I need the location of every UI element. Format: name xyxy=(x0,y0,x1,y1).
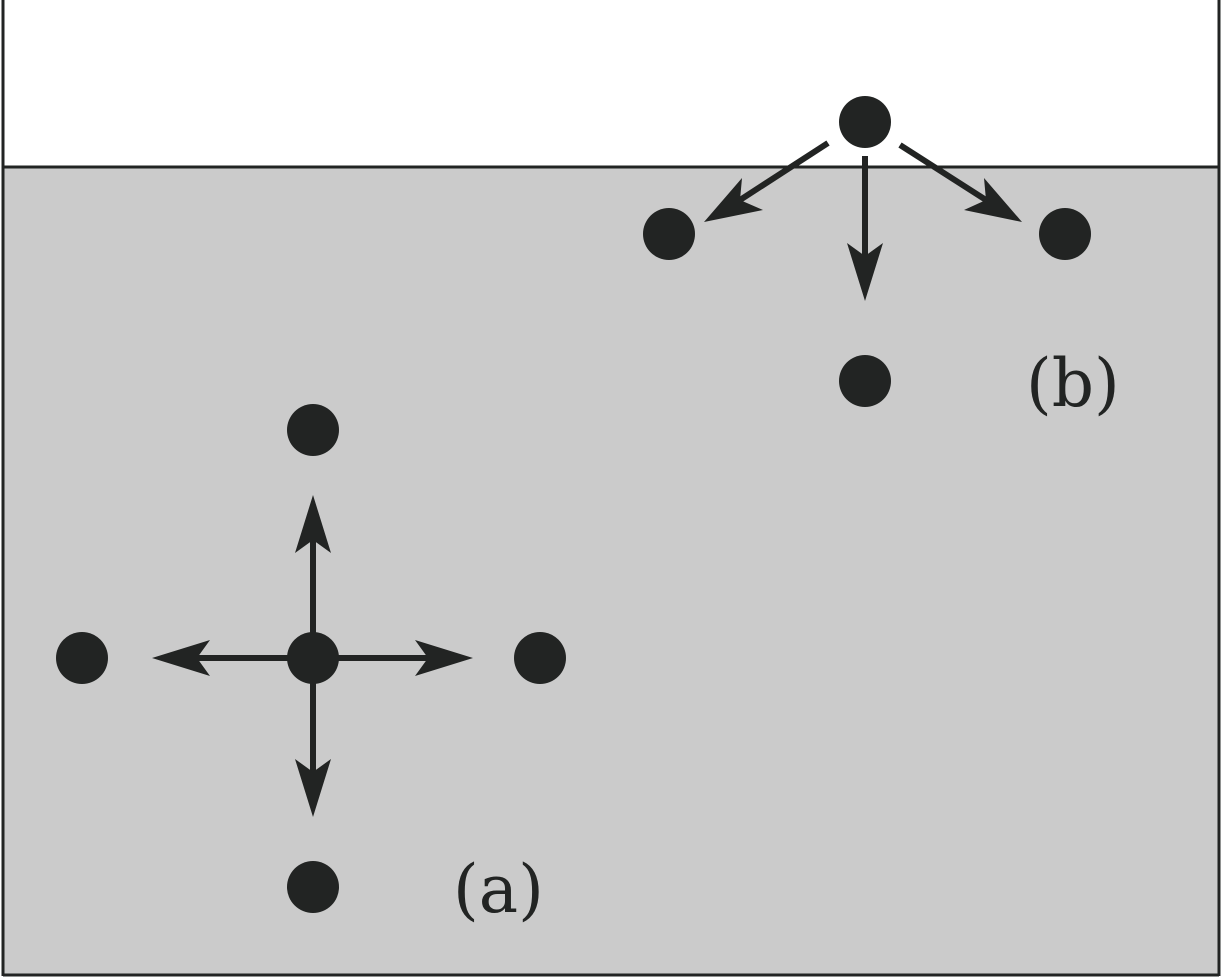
surface-molecule xyxy=(839,96,891,148)
force-arrow-down-right xyxy=(898,142,1022,222)
neighbor-molecule-bottom xyxy=(287,861,339,913)
force-arrow-left xyxy=(152,640,313,676)
neighbor-molecule-right xyxy=(514,632,566,684)
label-b: (b) xyxy=(1026,345,1120,422)
liquid-region xyxy=(4,166,1218,974)
force-arrow-up xyxy=(295,495,331,658)
neighbor-molecule-left xyxy=(56,632,108,684)
force-arrow-down xyxy=(295,658,331,817)
interior-molecule-group-a: (a) xyxy=(56,404,566,928)
neighbor-molecule-lower-left xyxy=(643,208,695,260)
neighbor-molecule-below xyxy=(839,355,891,407)
force-arrow-down-left xyxy=(704,140,830,222)
label-a: (a) xyxy=(453,851,544,928)
force-arrow-down xyxy=(847,156,883,301)
surface-molecule-group-b: (b) xyxy=(643,96,1120,422)
neighbor-molecule-top xyxy=(287,404,339,456)
force-arrow-right xyxy=(313,640,473,676)
neighbor-molecule-lower-right xyxy=(1039,208,1091,260)
